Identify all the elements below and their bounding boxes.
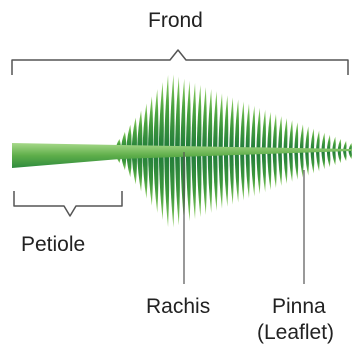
pinna-leaflet-lower	[197, 151, 202, 217]
pinna-leaflet-lower	[235, 151, 239, 203]
pinna-leaflet-upper	[327, 135, 331, 151]
pinna-leaflet-lower	[294, 151, 298, 180]
rachis-label: Rachis	[146, 295, 210, 319]
pinna-leaflet-upper	[283, 118, 287, 151]
frond-bracket	[12, 50, 348, 75]
pinna-leaflet-lower	[148, 151, 153, 206]
pinna-leaflet-upper	[251, 106, 255, 151]
pinna-leaflet-lower	[300, 151, 304, 178]
pinna-leaflet-upper	[311, 128, 315, 151]
pinna-leaflet-lower	[305, 151, 309, 176]
pinna-leaflet-lower	[224, 151, 228, 207]
pinna-leaflet-upper	[218, 93, 223, 151]
pinna-leaflet-upper	[245, 104, 249, 151]
pinna-leaflet-upper	[321, 133, 325, 151]
pinna-leaflet-lower	[267, 151, 271, 190]
leaflet-label: (Leaflet)	[257, 321, 334, 345]
pinna-leaflet-lower	[213, 151, 218, 211]
pinna-leaflet-lower	[164, 151, 169, 227]
pinna-leaflet-upper	[208, 89, 213, 151]
pinna-leaflet-lower	[245, 151, 249, 198]
pinna-leaflet-lower	[332, 151, 336, 165]
pinna-leaflet-lower	[321, 151, 325, 169]
petiole-bracket	[14, 191, 122, 216]
pinna-leaflet-lower	[251, 151, 255, 196]
pinna-leaflet-upper	[305, 126, 309, 151]
pinna-leaflet-lower	[327, 151, 331, 167]
pinna-leaflet-upper	[197, 85, 202, 151]
pinna-leaflet-lower	[278, 151, 282, 186]
pinna-leaflet-upper	[294, 122, 298, 151]
pinna-leaflet-upper	[256, 108, 260, 151]
pinna-leaflet-lower	[208, 151, 213, 213]
pinna-leaflet-lower	[229, 151, 233, 205]
pinna-leaflet-upper	[273, 114, 277, 151]
pinna-leaflet-upper	[316, 131, 320, 151]
pinna-leaflet-lower	[343, 151, 346, 161]
pinna-leaflet-lower	[256, 151, 260, 194]
frond-label: Frond	[148, 9, 203, 33]
pinna-leaflet-upper	[175, 77, 180, 151]
pinna-leaflet-lower	[316, 151, 320, 171]
pinna-leaflet-upper	[180, 79, 185, 151]
pinna-leaflet-lower	[186, 151, 191, 221]
pinna-leaflet-lower	[170, 151, 175, 227]
pinna-leaflet-upper	[224, 95, 228, 151]
pinna-leaflet-lower	[283, 151, 287, 184]
pinna-leaflet-upper	[267, 112, 271, 151]
pinna-leaflet-lower	[191, 151, 196, 219]
pinna-leaflet-upper	[148, 96, 153, 151]
pinna-leaflet-lower	[262, 151, 266, 192]
pinna-leaflet-lower	[175, 151, 180, 225]
pinna-leaflet-lower	[289, 151, 293, 182]
pinna-leaflet-lower	[159, 151, 164, 220]
pinna-leaflet-upper	[289, 120, 293, 151]
pinna-leaflet-lower	[218, 151, 223, 209]
pinna-leaflet-upper	[159, 82, 164, 151]
pinna-leaflet-lower	[311, 151, 315, 174]
pinna-leaflet-upper	[235, 99, 239, 151]
petiole-label: Petiole	[21, 233, 85, 257]
pinna-leaflet-upper	[213, 91, 218, 151]
pinna-label: Pinna	[272, 295, 326, 319]
pinna-leaflet-lower	[240, 151, 244, 201]
pinna-leaflet-upper	[202, 87, 207, 151]
pinna-leaflet-lower	[273, 151, 277, 188]
pinna-leaflet-upper	[186, 81, 191, 151]
pinna-leaflet-upper	[143, 103, 148, 151]
pinna-leaflet-lower	[348, 151, 351, 159]
pinna-leaflet-upper	[262, 110, 266, 151]
pinna-leaflet-lower	[202, 151, 207, 215]
pinna-leaflet-upper	[191, 83, 196, 151]
pinna-leaflet-upper	[137, 111, 142, 151]
pinna-leaflet-upper	[153, 89, 158, 151]
pinna-leaflet-upper	[229, 97, 233, 151]
pinna-leaflet-upper	[164, 75, 169, 151]
pinna-leaflet-lower	[153, 151, 158, 213]
pinna-leaflet-lower	[338, 151, 342, 163]
pinna-leaflet-upper	[240, 101, 244, 151]
pinna-leaflet-upper	[278, 116, 282, 151]
pinna-leaflet-upper	[170, 75, 175, 151]
pinna-leaflet-upper	[300, 124, 304, 151]
